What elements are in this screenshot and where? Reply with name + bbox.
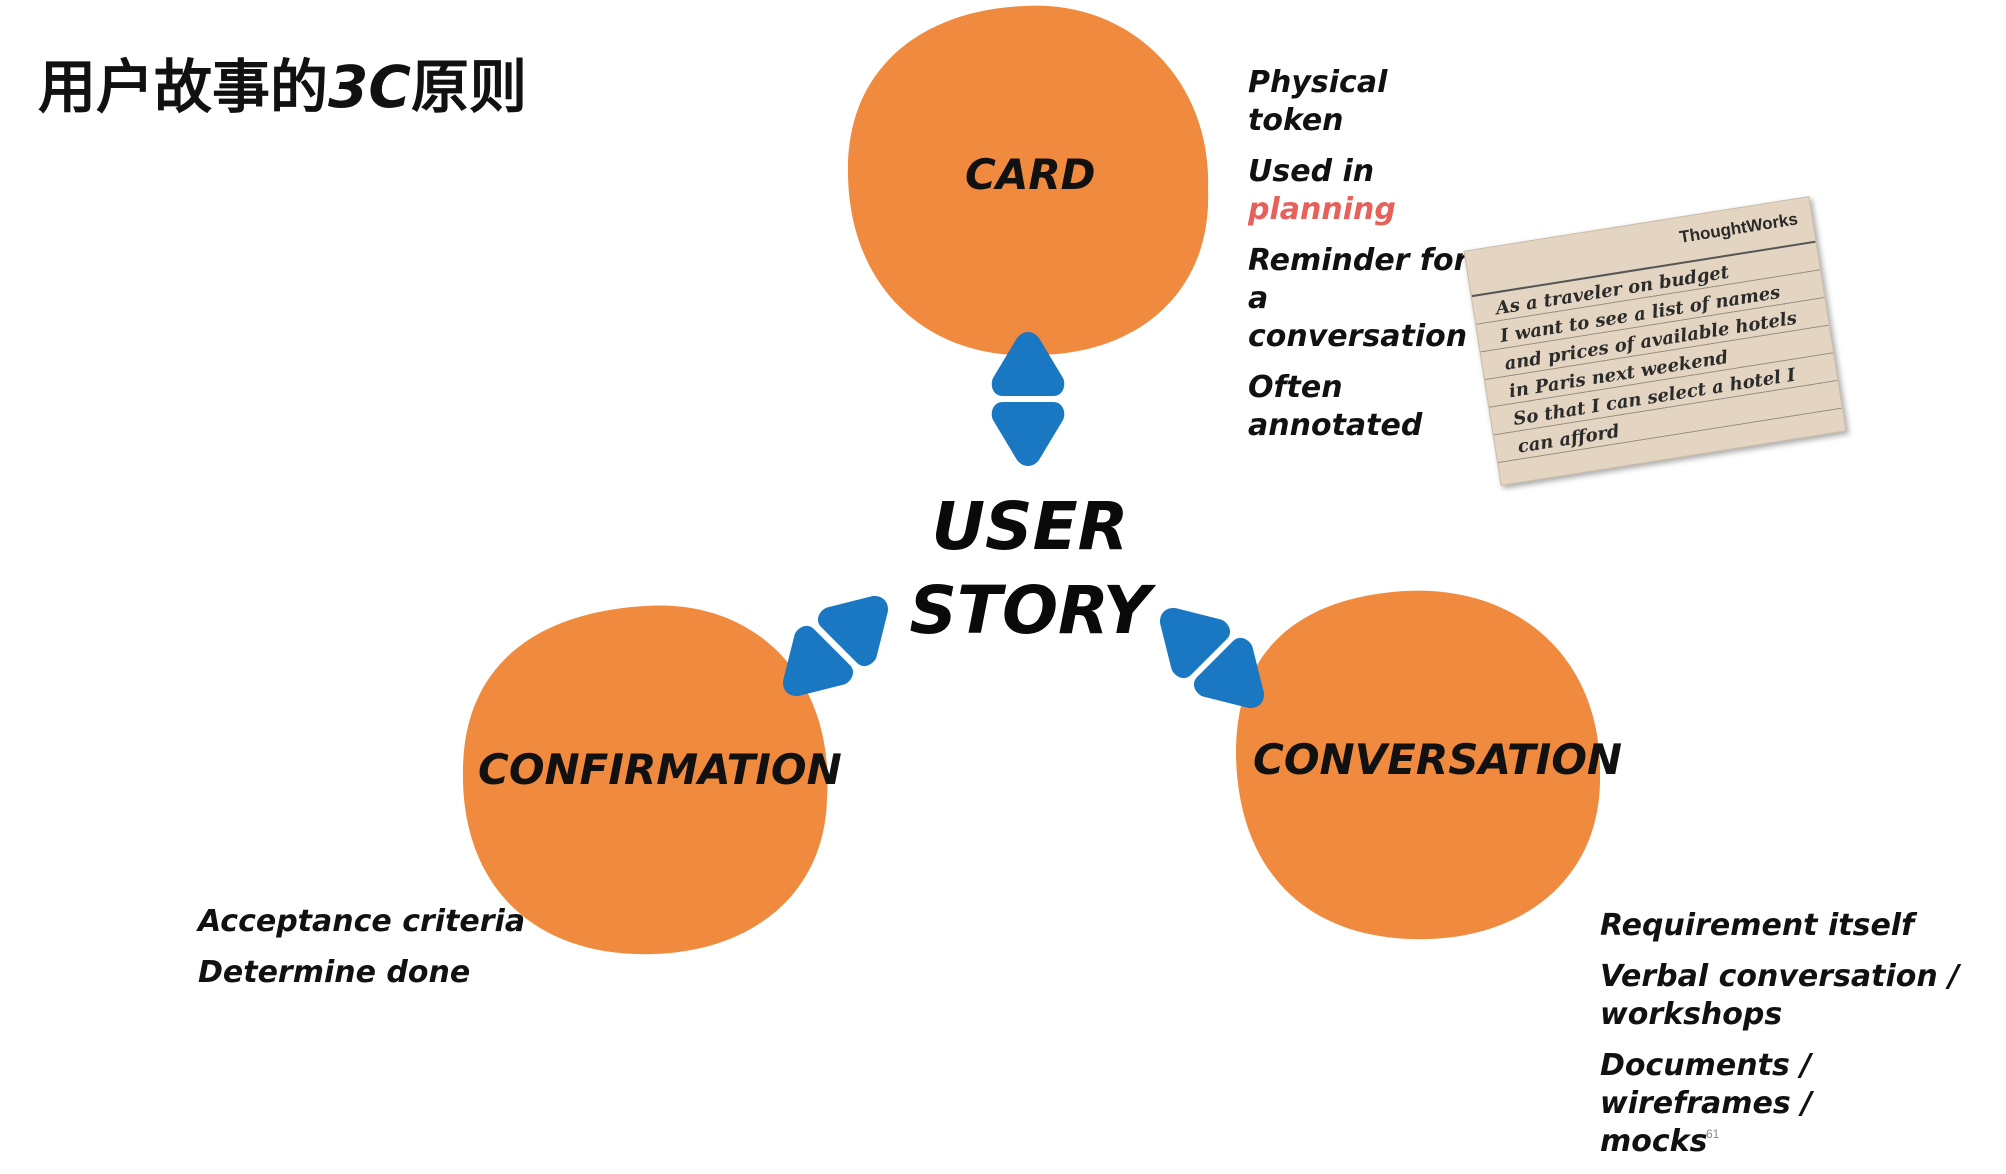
card-note-2-highlight: planning: [1248, 192, 1396, 227]
confirmation-note-1: Acceptance criteria: [198, 904, 526, 939]
title-3c: 3C: [328, 53, 411, 121]
conversation-note-1: Requirement itself: [1600, 908, 1915, 943]
conversation-label: CONVERSATION: [1253, 735, 1623, 784]
arrows-layer: [783, 332, 1264, 708]
confirmation-label: CONFIRMATION: [478, 745, 842, 794]
card-note-2-prefix: Used in: [1248, 154, 1375, 189]
arrow-toward-story-right-icon: [1160, 608, 1230, 678]
conversation-notes: Requirement itself Verbal conversation /…: [1600, 907, 2006, 1174]
card-blob: [847, 5, 1209, 356]
index-card-brand: ThoughtWorks: [1677, 209, 1800, 247]
arrow-down-card-icon: [991, 402, 1065, 466]
user-story-line1: USER: [931, 488, 1129, 565]
card-note-3: Reminder for a conversation: [1248, 243, 1469, 354]
slide-title: 用户故事的3C原则: [38, 40, 527, 124]
arrow-toward-story-left-icon: [818, 596, 888, 666]
card-note-4: Often annotated: [1248, 370, 1423, 443]
arrow-up-card-icon: [991, 332, 1065, 396]
arrow-toward-conversation-icon: [1194, 638, 1264, 708]
user-story-label: USER STORY: [900, 485, 1160, 653]
arrow-toward-confirmation-icon: [783, 626, 853, 696]
card-note-1: Physical token: [1248, 65, 1388, 138]
confirmation-notes: Acceptance criteria Determine done: [198, 903, 525, 1005]
card-label: CARD: [965, 150, 1096, 199]
conversation-note-3: Documents / wireframes / mocks: [1600, 1048, 1813, 1159]
card-note-2: Used in planning: [1248, 153, 1488, 229]
confirmation-blob: [462, 605, 828, 955]
conversation-note-2: Verbal conversation / workshops: [1600, 959, 1960, 1032]
card-notes: Physical token Used in planning Reminder…: [1248, 64, 1488, 458]
page-number: 61: [1706, 1127, 1720, 1141]
user-story-line2: STORY: [909, 572, 1151, 649]
confirmation-note-2: Determine done: [198, 955, 471, 990]
title-suffix: 原则: [410, 53, 527, 121]
conversation-blob: [1235, 590, 1601, 940]
title-prefix: 用户故事的: [38, 53, 329, 121]
